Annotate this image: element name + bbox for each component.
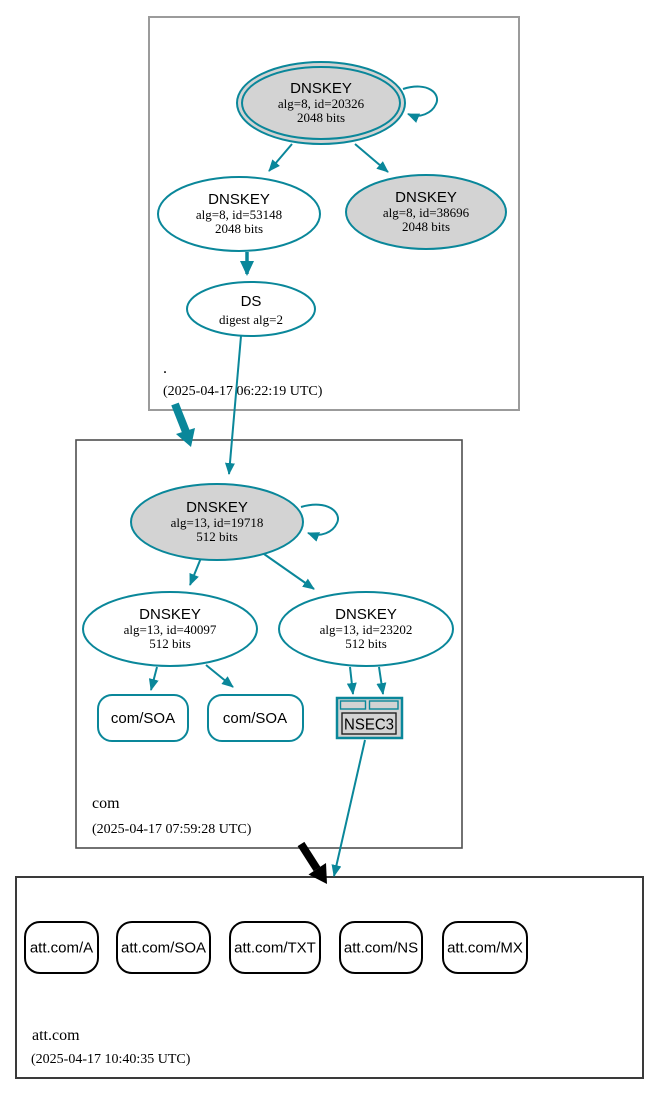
node-com-nsec3[interactable]: NSEC3 bbox=[335, 696, 404, 740]
nsec3-label-box bbox=[341, 712, 397, 735]
node-att-com-soa[interactable]: att.com/SOA bbox=[116, 921, 211, 974]
com-soa-left-box[interactable] bbox=[97, 694, 189, 742]
com-ksk-ellipse[interactable] bbox=[130, 483, 304, 561]
delegation-com-to-att-arrowhead bbox=[308, 863, 327, 884]
delegation-com-to-att-shaft bbox=[297, 841, 321, 872]
zone-label-att-com: att.com bbox=[32, 1027, 80, 1044]
att-com-mx-box[interactable] bbox=[442, 921, 528, 974]
nsec3-cell-left bbox=[339, 700, 367, 710]
edge-root-ksk-self-sign bbox=[402, 85, 439, 123]
root-zsk-detail: alg=8, id=53148 bbox=[196, 207, 282, 222]
node-com-soa-right[interactable]: com/SOA bbox=[207, 694, 304, 742]
root-38696-bits: 2048 bits bbox=[402, 219, 450, 234]
com-23202-detail: alg=13, id=23202 bbox=[320, 622, 413, 637]
com-ksk-title: DNSKEY bbox=[186, 499, 248, 516]
node-att-com-mx[interactable]: att.com/MX bbox=[442, 921, 528, 974]
edge-com-ksk-to-23202 bbox=[263, 553, 315, 590]
root-ds-ellipse[interactable] bbox=[186, 281, 316, 337]
node-root-ds[interactable]: DS digest alg=2 bbox=[186, 281, 316, 337]
edge-com-ksk-self-sign bbox=[300, 503, 339, 542]
node-com-ksk-dnskey[interactable]: DNSKEY alg=13, id=19718 512 bits bbox=[130, 483, 304, 561]
edges bbox=[148, 85, 439, 884]
zone-att-com: att.com (2025-04-17 10:40:35 UTC) bbox=[15, 876, 644, 1079]
node-att-com-txt[interactable]: att.com/TXT bbox=[229, 921, 321, 974]
com-23202-bits: 512 bits bbox=[345, 636, 387, 651]
zone-box-att-com bbox=[15, 876, 644, 1079]
edge-root-ksk-to-38696 bbox=[354, 143, 389, 173]
nsec3-cell-right bbox=[368, 700, 399, 710]
root-zsk-title: DNSKEY bbox=[208, 191, 270, 208]
edge-40097-to-soa-left bbox=[148, 666, 159, 691]
edge-40097-to-soa-right bbox=[205, 664, 234, 688]
edge-23202-to-nsec3-left bbox=[346, 666, 357, 695]
com-40097-bits: 512 bits bbox=[149, 636, 191, 651]
root-38696-title: DNSKEY bbox=[395, 189, 457, 206]
att-com-soa-box[interactable] bbox=[116, 921, 211, 974]
node-com-soa-left[interactable]: com/SOA bbox=[97, 694, 189, 742]
com-soa-right-label: com/SOA bbox=[223, 710, 287, 727]
root-ds-title: DS bbox=[241, 293, 262, 310]
node-com-dnskey-23202[interactable]: DNSKEY alg=13, id=23202 512 bits bbox=[278, 591, 454, 667]
node-att-com-a[interactable]: att.com/A bbox=[24, 921, 99, 974]
zone-label-root: . bbox=[163, 360, 167, 377]
att-com-txt-label: att.com/TXT bbox=[234, 940, 316, 957]
zone-timestamp-att-com: (2025-04-17 10:40:35 UTC) bbox=[31, 1052, 191, 1067]
nsec3-label: NSEC3 bbox=[344, 717, 394, 734]
delegation-root-to-com-arrowhead bbox=[176, 428, 195, 447]
zone-label-com: com bbox=[92, 795, 120, 812]
com-40097-title: DNSKEY bbox=[139, 606, 201, 623]
com-soa-right-box[interactable] bbox=[207, 694, 304, 742]
node-att-com-ns[interactable]: att.com/NS bbox=[339, 921, 423, 974]
root-ds-detail: digest alg=2 bbox=[219, 312, 283, 327]
node-root-zsk-dnskey[interactable]: DNSKEY alg=8, id=53148 2048 bits bbox=[157, 176, 321, 252]
edge-root-ksk-to-53148 bbox=[268, 143, 293, 172]
root-ksk-inner-ellipse bbox=[241, 66, 401, 140]
root-ksk-outer-ellipse[interactable] bbox=[236, 61, 406, 145]
node-root-dnskey-38696[interactable]: DNSKEY alg=8, id=38696 2048 bits bbox=[345, 174, 507, 250]
att-com-a-label: att.com/A bbox=[30, 940, 93, 957]
root-ksk-title: DNSKEY bbox=[290, 80, 352, 97]
node-root-ksk-dnskey[interactable]: DNSKEY alg=8, id=20326 2048 bits bbox=[236, 61, 406, 145]
zone-timestamp-root: (2025-04-17 06:22:19 UTC) bbox=[163, 384, 323, 399]
com-40097-detail: alg=13, id=40097 bbox=[124, 622, 217, 637]
com-23202-ellipse[interactable] bbox=[278, 591, 454, 667]
att-com-ns-label: att.com/NS bbox=[344, 940, 418, 957]
root-38696-ellipse[interactable] bbox=[345, 174, 507, 250]
att-com-mx-label: att.com/MX bbox=[447, 940, 523, 957]
edge-23202-to-nsec3-right bbox=[376, 666, 387, 695]
root-ksk-bits: 2048 bits bbox=[297, 110, 345, 125]
root-38696-detail: alg=8, id=38696 bbox=[383, 205, 470, 220]
att-com-a-box[interactable] bbox=[24, 921, 99, 974]
edge-nsec3-to-att-com bbox=[331, 739, 366, 877]
att-com-soa-label: att.com/SOA bbox=[121, 940, 206, 957]
root-ksk-detail: alg=8, id=20326 bbox=[278, 96, 365, 111]
att-com-txt-box[interactable] bbox=[229, 921, 321, 974]
edge-ds-to-com-ksk bbox=[224, 335, 242, 475]
com-23202-title: DNSKEY bbox=[335, 606, 397, 623]
root-zsk-ellipse[interactable] bbox=[157, 176, 321, 252]
node-com-dnskey-40097[interactable]: DNSKEY alg=13, id=40097 512 bits bbox=[82, 591, 258, 667]
com-40097-ellipse[interactable] bbox=[82, 591, 258, 667]
com-ksk-detail: alg=13, id=19718 bbox=[171, 515, 264, 530]
edge-com-ksk-to-40097 bbox=[189, 557, 202, 586]
root-zsk-bits: 2048 bits bbox=[215, 221, 263, 236]
att-com-ns-box[interactable] bbox=[339, 921, 423, 974]
delegation-root-to-com-shaft bbox=[171, 402, 190, 434]
com-soa-left-label: com/SOA bbox=[111, 710, 175, 727]
com-ksk-bits: 512 bits bbox=[196, 529, 238, 544]
zone-timestamp-com: (2025-04-17 07:59:28 UTC) bbox=[92, 822, 252, 837]
